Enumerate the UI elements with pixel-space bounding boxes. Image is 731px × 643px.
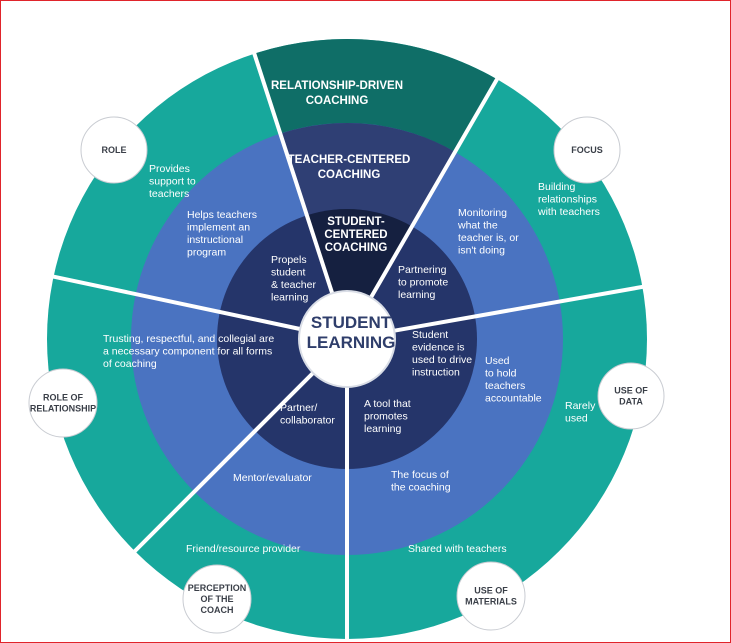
use-of-materials-circle bbox=[456, 561, 526, 631]
role-of-relationship-circle bbox=[28, 368, 98, 438]
perception-of-coach-circle bbox=[182, 564, 252, 634]
perception-middle-label: Mentor/evaluator bbox=[233, 472, 312, 484]
divider-focus-data bbox=[393, 284, 647, 333]
spoke-dividers bbox=[49, 49, 647, 642]
student-centered-wedge bbox=[306, 209, 412, 339]
divider-materials-perception bbox=[130, 371, 315, 556]
focus-label: FOCUS bbox=[571, 145, 603, 155]
divider-relationship-right bbox=[369, 74, 501, 299]
divider-relationship-left bbox=[251, 49, 335, 294]
use-of-data-circle bbox=[597, 362, 665, 430]
role-circle bbox=[80, 116, 148, 184]
perception-inner-label: Partner/collaborator bbox=[280, 402, 335, 427]
materials-outer-label: Shared with teachers bbox=[408, 543, 507, 555]
focus-circle bbox=[553, 116, 621, 184]
student-learning-hub bbox=[298, 290, 396, 388]
perception-outer-label: Friend/resource provider bbox=[186, 543, 301, 555]
divider-role-relationship bbox=[49, 273, 301, 331]
role-label: ROLE bbox=[101, 145, 126, 155]
